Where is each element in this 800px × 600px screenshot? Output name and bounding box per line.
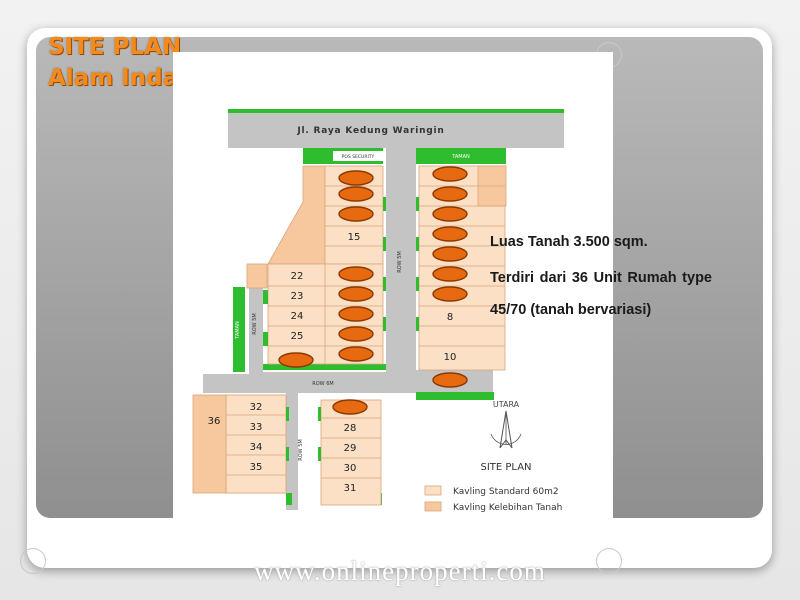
compass-label: UTARA [493, 400, 520, 409]
lot-marker [338, 206, 374, 222]
main-road-label: Jl. Raya Kedung Waringin [296, 126, 444, 136]
lot-15-label: 15 [348, 232, 361, 243]
roads [203, 110, 564, 510]
corner-curl-right [596, 548, 622, 574]
nub [383, 237, 386, 251]
lot-marker [432, 286, 468, 302]
lot-22-label: 22 [291, 271, 304, 282]
lot-8-label: 8 [447, 312, 453, 323]
taman-left-label: TAMAN [235, 321, 241, 340]
nub [383, 277, 386, 291]
lot-block-E [225, 394, 287, 494]
nub [416, 317, 419, 331]
unit-description-text: Terdiri dari 36 Unit Rumah type 45/70 (t… [490, 270, 712, 318]
green-lower-left-edge [286, 493, 292, 505]
lot-23-label: 23 [291, 291, 304, 302]
lot-25-label: 25 [291, 331, 304, 342]
taman-top-label: TAMAN [451, 154, 470, 160]
lot-excess-36 [192, 394, 227, 494]
main-road [228, 110, 564, 148]
site-plan-card: Jl. Raya Kedung Waringin POS SECURITY TA… [173, 52, 613, 518]
lot-marker [338, 326, 374, 342]
green-left-taman [233, 287, 245, 372]
row-lower-vertical-label: ROW 5M [298, 439, 304, 460]
lot-24-label: 24 [291, 311, 304, 322]
nub [416, 277, 419, 291]
green-strip-right-bottom [416, 392, 494, 400]
lot-32-label: 32 [250, 402, 263, 413]
info-panel: Luas Tanah 3.500 sqm. Terdiri dari 36 Un… [490, 234, 712, 326]
lot-marker [338, 306, 374, 322]
lot-marker [338, 346, 374, 362]
lot-number-labels: 15 22 23 24 25 8 10 32 33 34 35 36 28 29… [208, 232, 457, 494]
lot-dividers [226, 185, 505, 479]
lot-excess-upper-left [267, 165, 326, 265]
green-nubs [263, 197, 419, 461]
lot-33-label: 33 [250, 422, 263, 433]
security-post-box [333, 151, 383, 161]
row-horizontal-label: ROW 6M [312, 381, 333, 387]
lot-excess-B-left [246, 263, 268, 289]
taman-top-right-box [416, 151, 506, 161]
legend-excess-label: Kavling Kelebihan Tanah [453, 503, 562, 513]
row-left-vertical-label: ROW 5M [252, 313, 258, 334]
lot-marker [278, 352, 314, 368]
lot-31-label: 31 [344, 483, 357, 494]
nub [318, 407, 321, 421]
lot-marker [432, 186, 468, 202]
map-labels: Jl. Raya Kedung Waringin POS SECURITY TA… [208, 126, 563, 513]
land-area-text: Luas Tanah 3.500 sqm. [490, 234, 648, 250]
lot-marker [332, 399, 368, 415]
nub [263, 290, 268, 304]
lot-28-label: 28 [344, 423, 357, 434]
lot-34-label: 34 [250, 442, 263, 453]
nub [318, 447, 321, 461]
nub [286, 447, 289, 461]
lot-marker [432, 166, 468, 182]
nub [383, 317, 386, 331]
nub [416, 237, 419, 251]
nub [383, 197, 386, 211]
lot-block-C [418, 165, 506, 371]
security-post-label: POS SECURITY [342, 154, 375, 160]
nub [416, 197, 419, 211]
lot-marker [432, 246, 468, 262]
lot-marker [432, 372, 468, 388]
lots [192, 165, 507, 506]
watermark-text: www.onlineproperti.com [254, 556, 546, 586]
compass-icon: UTARA [490, 400, 522, 449]
lot-marker [338, 286, 374, 302]
green-strip-mid-bottom [263, 364, 386, 370]
lot-marker [338, 170, 374, 186]
site-plan-map: Jl. Raya Kedung Waringin POS SECURITY TA… [192, 109, 564, 513]
legend: Kavling Standard 60m2 Kavling Kelebihan … [424, 485, 562, 513]
site-plan-label: SITE PLAN [480, 462, 531, 473]
row-main-vertical-label: ROW 5M [397, 251, 403, 272]
lot-35-label: 35 [250, 462, 263, 473]
lot-marker [432, 266, 468, 282]
legend-standard-label: Kavling Standard 60m2 [453, 487, 559, 497]
legend-swatch-excess [424, 501, 442, 512]
road-network [203, 148, 493, 510]
lot-marker [432, 206, 468, 222]
green-strip-top [228, 109, 564, 113]
compass-arc [490, 433, 522, 445]
corner-curl-left [20, 548, 46, 574]
legend-swatch-standard [424, 485, 442, 496]
nub [286, 407, 289, 421]
title-line-1: SITE PLAN [48, 34, 182, 60]
nub [263, 332, 268, 346]
lot-10-label: 10 [444, 352, 457, 363]
lot-29-label: 29 [344, 443, 357, 454]
lot-block-F [320, 399, 382, 506]
lot-marker [432, 226, 468, 242]
lot-marker [338, 186, 374, 202]
lot-marker [338, 266, 374, 282]
lot-30-label: 30 [344, 463, 357, 474]
lot-36-label: 36 [208, 416, 221, 427]
markers [278, 166, 468, 415]
